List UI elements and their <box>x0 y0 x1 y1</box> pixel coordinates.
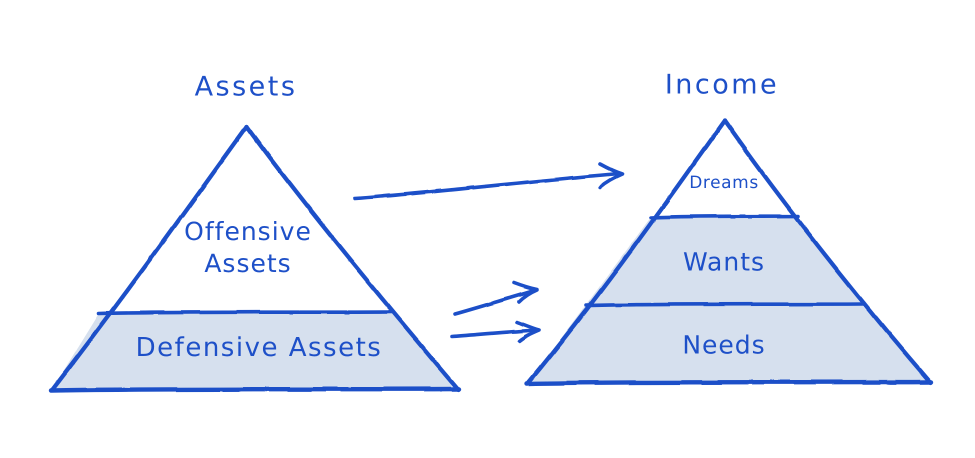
income-pyramid-group[interactable] <box>524 118 934 386</box>
income-left-edge <box>526 118 727 385</box>
income-base-edge <box>524 379 934 386</box>
income-tier-needs-fill <box>528 305 930 383</box>
assets-tier-offensive-fill <box>99 126 393 313</box>
income-right-edge <box>722 118 933 385</box>
arrow-offensive-to-dreams <box>353 162 624 201</box>
arrow-defensive-to-wants <box>453 281 539 316</box>
assets-right-edge <box>244 124 461 392</box>
income-tier-wants-fill <box>586 217 862 305</box>
income-divider-dreams-wants <box>649 214 800 220</box>
income-divider-wants-needs <box>584 302 865 308</box>
assets-pyramid-group[interactable] <box>48 124 462 393</box>
income-tier-dreams-fill <box>651 120 797 217</box>
assets-divider-line <box>97 310 395 316</box>
assets-tier-defensive-fill <box>52 313 458 390</box>
assets-left-edge <box>50 124 249 392</box>
assets-base-edge <box>48 386 462 393</box>
connector-arrows-group <box>353 162 624 343</box>
arrow-defensive-to-needs <box>450 320 541 343</box>
